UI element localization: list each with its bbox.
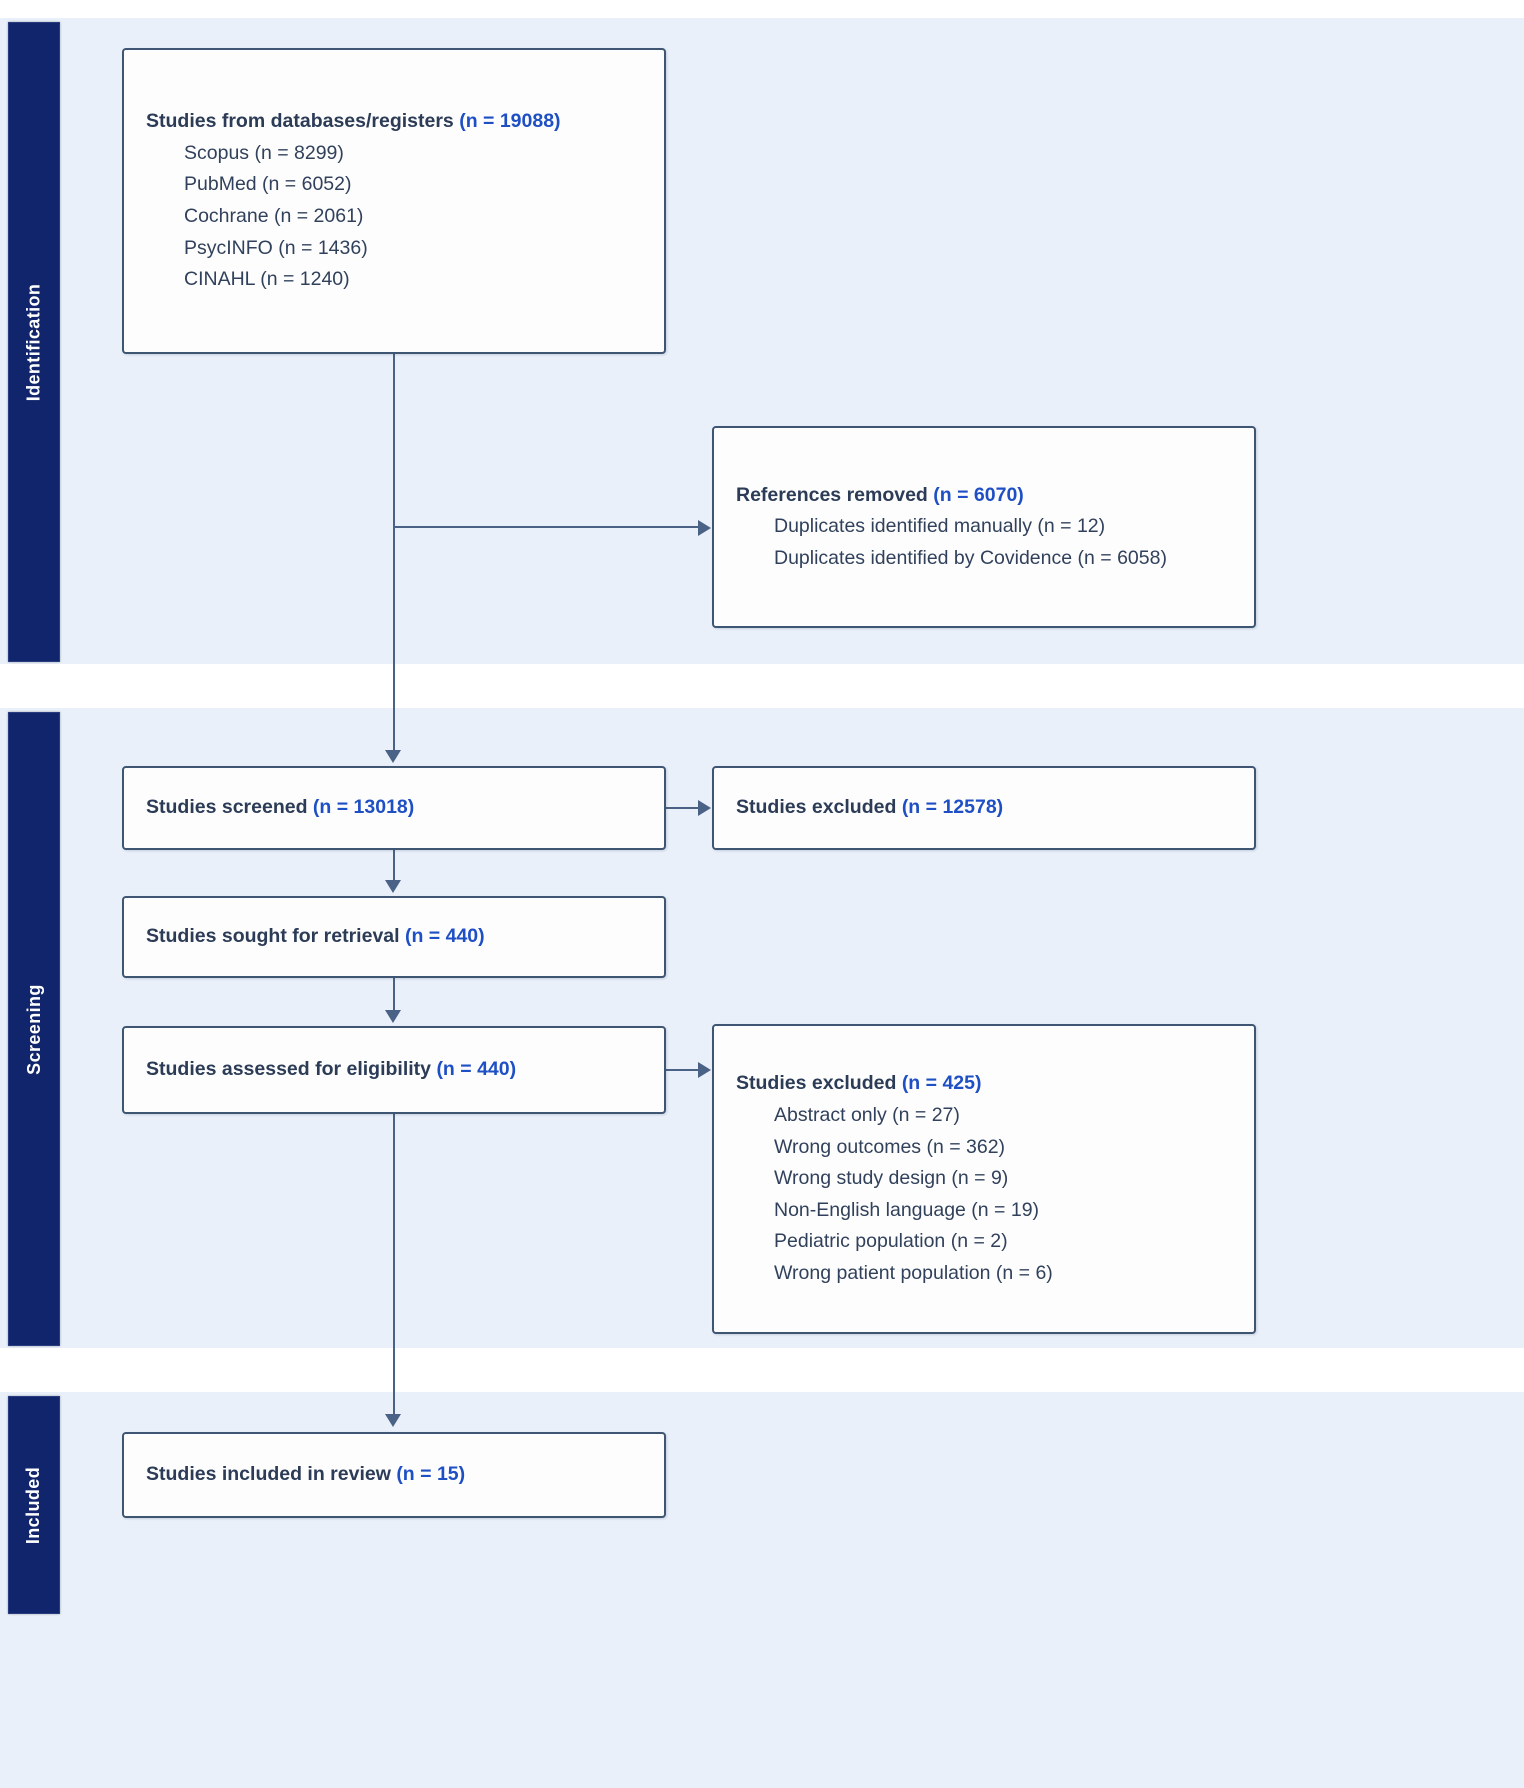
phase-label-identification: Identification [8,22,60,662]
box-excluded-screening-head-count: (n = 12578) [901,796,1004,819]
phase-label-identification-text: Identification [23,283,44,401]
box-databases-sub-scopus: Scopus (n = 8299) [184,141,344,164]
box-studies-assessed-eligibility: Studies assessed for eligibility (n = 44… [122,1026,666,1114]
connector-screened-to-retrieval [393,850,395,883]
connector-to-references-removed [393,526,699,528]
arrowhead-to-eligibility [385,1010,401,1023]
box-included-head-count: (n = 15) [396,1463,466,1486]
box-databases-headline: Studies from databases/registers (n = 19… [146,106,642,138]
box-excluded-screening-head-text: Studies excluded [736,796,902,819]
arrowhead-to-retrieval [385,880,401,893]
box-screened-head-count: (n = 13018) [312,796,415,819]
arrowhead-to-references-removed [698,520,711,536]
box-eligibility-head-text: Studies assessed for eligibility [146,1058,437,1081]
box-screened-head-text: Studies screened [146,796,313,819]
box-excluded-sub-wrong-study-design: Wrong study design (n = 9) [774,1167,1009,1190]
box-excluded-screening-headline: Studies excluded (n = 12578) [736,792,1232,824]
box-databases-sub-cinahl: CINAHL (n = 1240) [184,268,350,291]
phase-label-screening: Screening [8,712,60,1346]
box-excluded-eligibility-headline: Studies excluded (n = 425) [736,1068,1232,1100]
box-included-head-text: Studies included in review [146,1463,397,1486]
connector-databases-to-screened [393,354,395,754]
box-removed-headline: References removed (n = 6070) [736,480,1232,512]
connector-eligibility-to-included [393,1114,395,1418]
box-excluded-sub-pediatric: Pediatric population (n = 2) [774,1230,1008,1253]
box-studies-sought-retrieval: Studies sought for retrieval (n = 440) [122,896,666,978]
box-databases-head-text: Studies from databases/registers [146,110,460,133]
connector-retrieval-to-eligibility [393,978,395,1013]
box-removed-head-text: References removed [736,483,934,506]
box-excluded-sub-wrong-outcomes: Wrong outcomes (n = 362) [774,1135,1006,1158]
phase-label-screening-text: Screening [23,983,44,1075]
box-eligibility-head-count: (n = 440) [436,1058,517,1081]
box-screened-headline: Studies screened (n = 13018) [146,792,642,824]
box-excluded-sub-wrong-patient-population: Wrong patient population (n = 6) [774,1261,1053,1284]
box-databases-sub-pubmed: PubMed (n = 6052) [184,173,352,196]
connector-eligibility-to-excluded [666,1069,699,1071]
box-retrieval-headline: Studies sought for retrieval (n = 440) [146,921,642,953]
box-retrieval-head-text: Studies sought for retrieval [146,925,405,948]
box-removed-sub-manual: Duplicates identified manually (n = 12) [774,515,1106,538]
arrowhead-to-excluded-eligibility [698,1062,711,1078]
box-databases-sub-cochrane: Cochrane (n = 2061) [184,205,364,227]
phase-label-included: Included [8,1396,60,1614]
box-studies-included-review: Studies included in review (n = 15) [122,1432,666,1518]
arrowhead-to-included [385,1414,401,1427]
box-excluded-eligibility-head-count: (n = 425) [901,1072,982,1095]
box-excluded-sub-non-english: Non-English language (n = 19) [774,1198,1040,1221]
box-removed-sub-covidence: Duplicates identified by Covidence (n = … [774,546,1167,569]
box-studies-screened: Studies screened (n = 13018) [122,766,666,850]
arrowhead-to-screened [385,750,401,763]
connector-screened-to-excluded [666,807,699,809]
box-studies-excluded-screening: Studies excluded (n = 12578) [712,766,1256,850]
arrowhead-to-excluded-screening [698,800,711,816]
box-eligibility-headline: Studies assessed for eligibility (n = 44… [146,1054,642,1086]
phase-label-included-text: Included [23,1466,44,1544]
box-excluded-sub-abstract-only: Abstract only (n = 27) [774,1104,960,1127]
box-databases-sub-psycinfo: PsycINFO (n = 1436) [184,236,368,259]
box-databases-registers: Studies from databases/registers (n = 19… [122,48,666,354]
box-removed-head-count: (n = 6070) [933,483,1024,506]
box-references-removed: References removed (n = 6070) Duplicates… [712,426,1256,628]
box-retrieval-head-count: (n = 440) [404,925,485,948]
box-included-headline: Studies included in review (n = 15) [146,1459,642,1491]
box-databases-head-count: (n = 19088) [459,110,561,133]
box-excluded-eligibility-head-text: Studies excluded [736,1072,902,1095]
box-studies-excluded-eligibility: Studies excluded (n = 425) Abstract only… [712,1024,1256,1334]
